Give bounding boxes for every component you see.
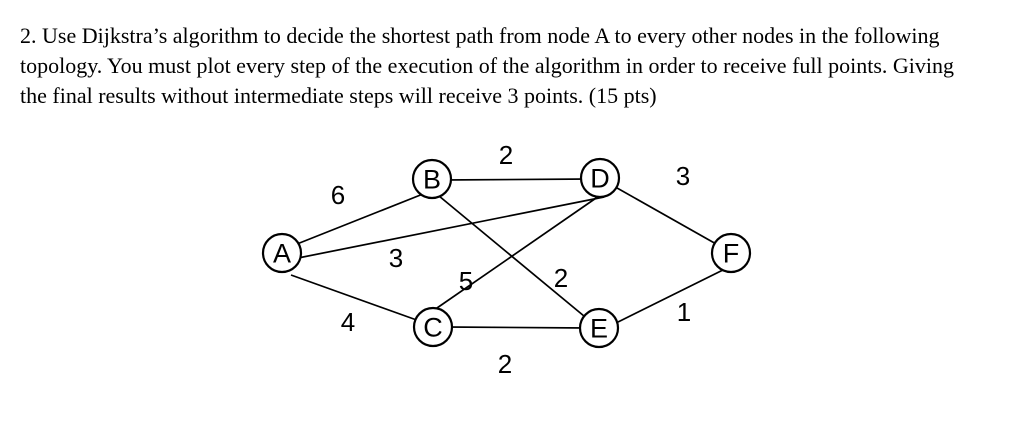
problem-text-line-3: the final results without intermediate s… (20, 83, 657, 108)
edge-E-F (609, 265, 732, 327)
node-label-C: C (423, 313, 443, 343)
node-label-F: F (723, 239, 740, 269)
problem-text-line-2: topology. You must plot every step of th… (20, 53, 955, 78)
node-label-E: E (590, 314, 608, 344)
edge-weight-A-B: 6 (331, 180, 345, 210)
edge-weight-C-D: 5 (459, 266, 473, 296)
node-label-A: A (273, 239, 291, 269)
edge-weight-A-D: 3 (389, 243, 403, 273)
node-circle-E (578, 307, 620, 349)
node-circle-F (710, 232, 752, 274)
edge-A-C (290, 274, 426, 324)
problem-text-line-1: 2. Use Dijkstra’s algorithm to decide th… (20, 23, 940, 48)
edge-weight-D-F: 3 (676, 161, 690, 191)
edge-C-E (444, 326, 589, 329)
edge-weight-E-F: 1 (677, 297, 691, 327)
node-circle-C (412, 306, 454, 348)
node-circle-D (579, 157, 621, 199)
edge-weight-B-E: 2 (554, 263, 568, 293)
node-circle-B (411, 158, 453, 200)
node-label-D: D (590, 164, 610, 194)
edge-D-F (609, 183, 726, 250)
edge-C-D (436, 195, 600, 309)
node-label-B: B (423, 165, 441, 195)
edge-A-B (291, 191, 429, 247)
edge-weight-B-D: 2 (499, 140, 513, 170)
problem-statement: 2. Use Dijkstra’s algorithm to decide th… (20, 21, 1010, 111)
edge-B-D (440, 178, 592, 181)
edge-A-D (287, 196, 605, 261)
edge-weight-C-E: 2 (498, 349, 512, 379)
edge-weight-A-C: 4 (341, 307, 355, 337)
node-circle-A (261, 232, 303, 274)
